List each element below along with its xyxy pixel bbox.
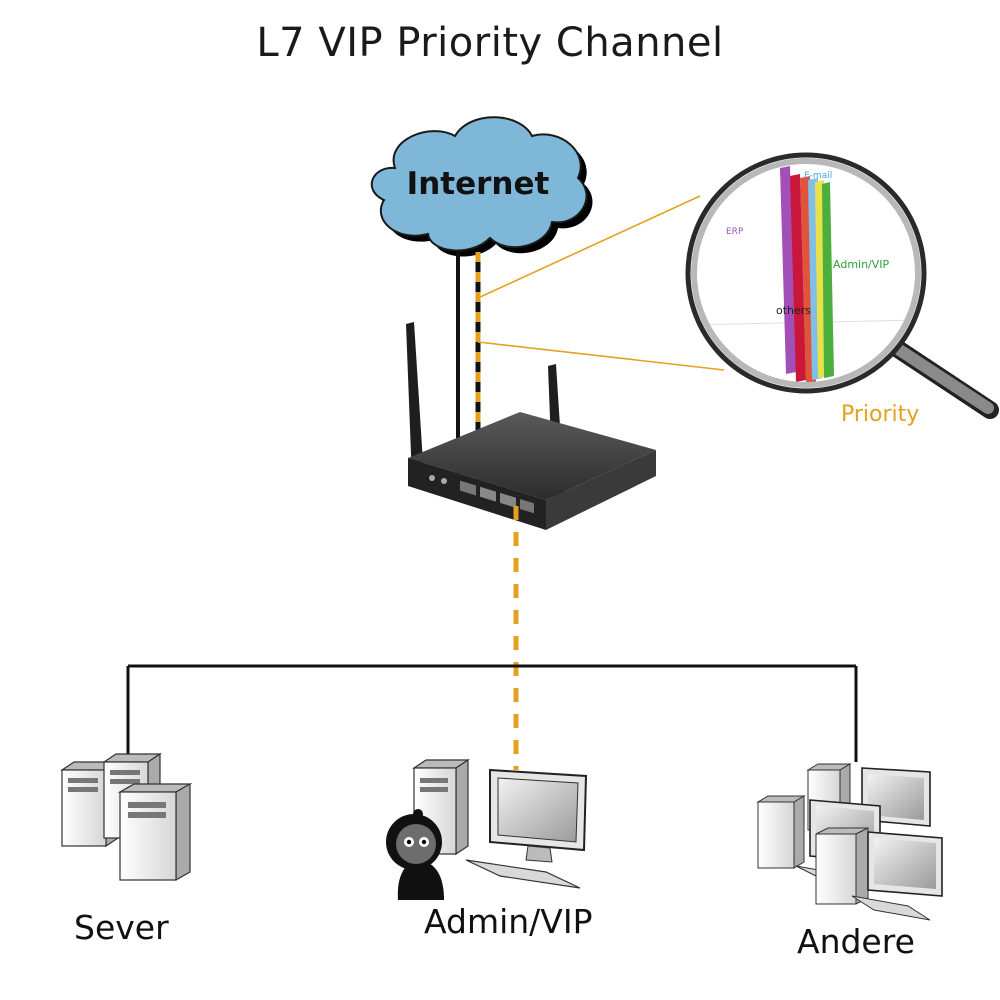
- internet-cloud: Internet: [370, 116, 593, 257]
- other-computers: [756, 763, 943, 921]
- server-label: Sever: [74, 908, 169, 947]
- priority-label: Priority: [841, 402, 920, 427]
- band-label-email: E-mail: [804, 171, 832, 181]
- magnifier: ERP E-mail Admin/VIP others: [685, 152, 999, 419]
- admin-workstation: [386, 758, 588, 900]
- band-label-admin-vip: Admin/VIP: [833, 258, 890, 271]
- diagram-title: L7 VIP Priority Channel: [256, 20, 724, 66]
- router: [406, 322, 656, 530]
- admin-label: Admin/VIP: [424, 902, 593, 941]
- band-label-erp: ERP: [726, 227, 744, 237]
- others-label: Andere: [797, 922, 915, 961]
- lan-bus: [126, 664, 858, 762]
- band-label-others: others: [776, 304, 811, 317]
- internet-label: Internet: [407, 166, 550, 202]
- admin-avatar: [386, 809, 444, 900]
- server-cluster: [60, 752, 193, 882]
- zoom-lines: [477, 195, 725, 371]
